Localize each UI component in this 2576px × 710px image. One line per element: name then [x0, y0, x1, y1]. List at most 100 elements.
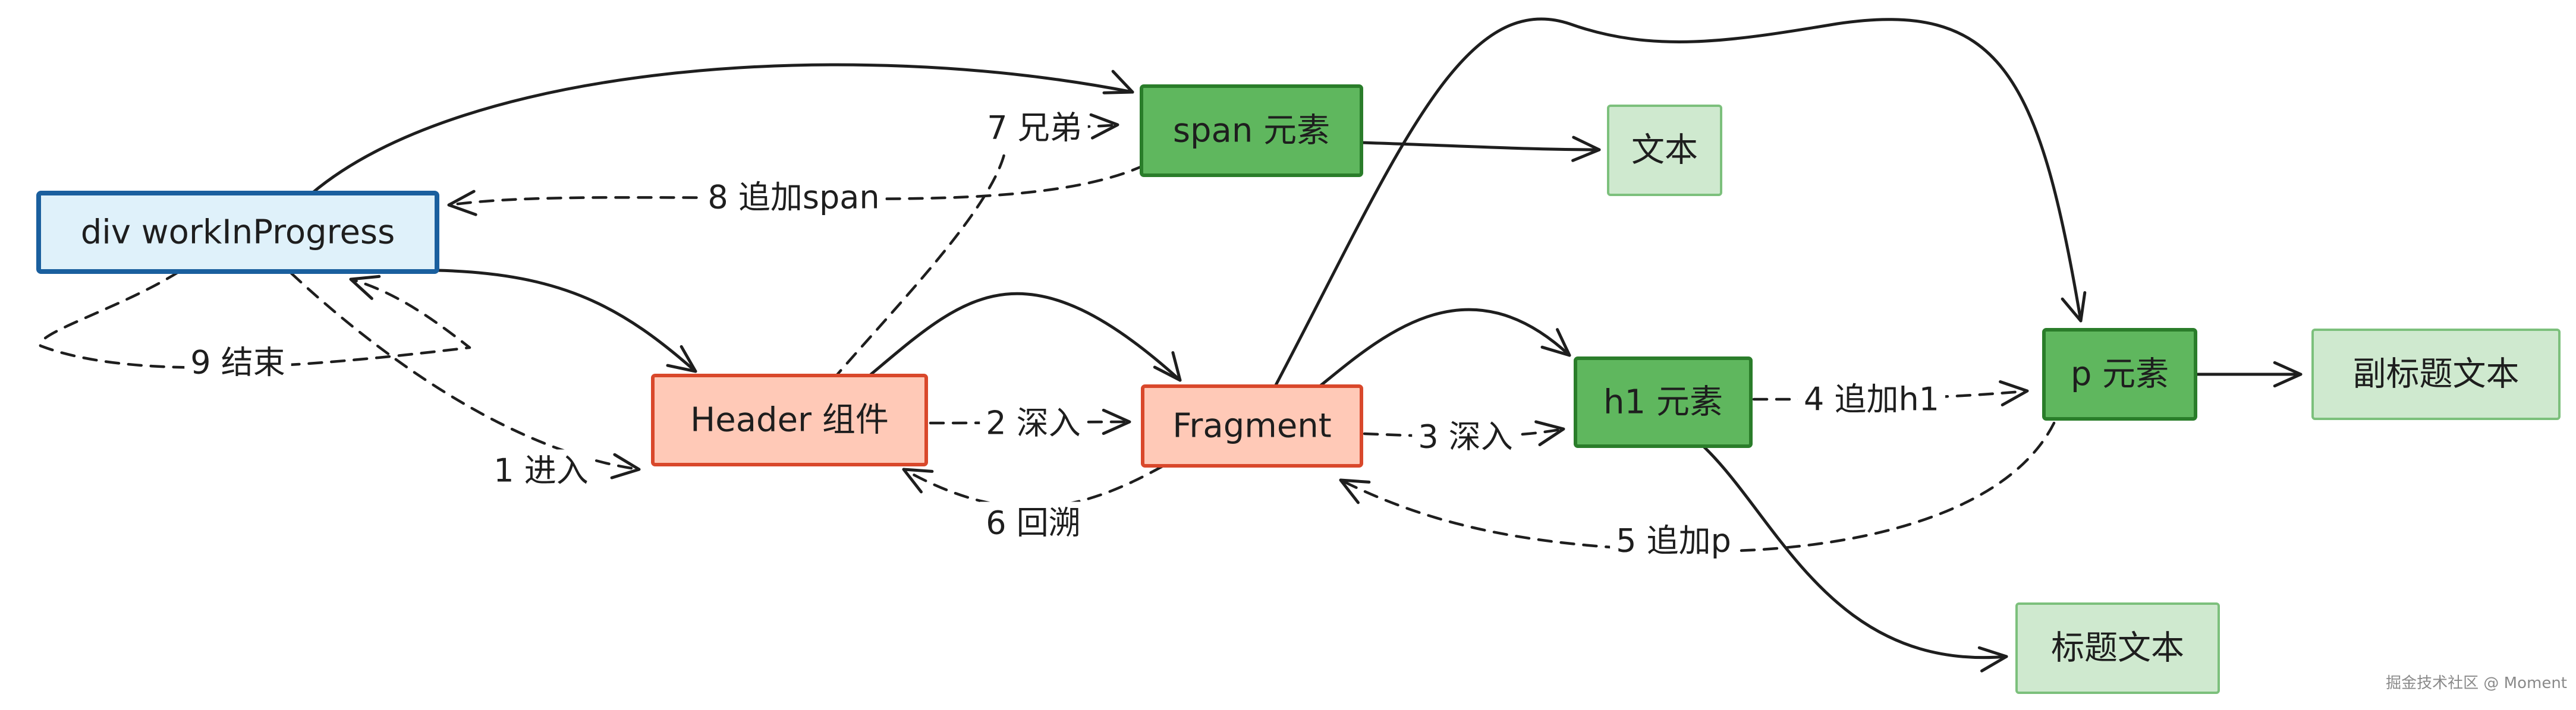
edge-sibling — [831, 113, 1119, 382]
edge-label-text: 9 结束 — [190, 344, 285, 381]
edge-label-dive3: 3 深入 — [1412, 415, 1519, 458]
edge-label-bg — [980, 402, 1087, 444]
arrowhead — [1153, 351, 1182, 382]
edge-label-text: 8 追加span — [707, 179, 879, 216]
node-div: div workInProgress — [36, 191, 439, 274]
edge-p-textsub — [2194, 361, 2303, 388]
edge-label-bg — [487, 449, 595, 492]
edge-fragment-h1 — [1318, 308, 1571, 388]
edge-header-fragment — [869, 292, 1182, 382]
arrowhead — [666, 345, 697, 373]
node-label: 标题文本 — [2051, 629, 2184, 668]
node-label: 副标题文本 — [2353, 355, 2520, 394]
arrowhead — [1534, 420, 1565, 446]
edge-label-bg — [1610, 519, 1737, 562]
node-text_title: 标题文本 — [2015, 602, 2220, 694]
arrowhead — [1571, 135, 1601, 162]
edge-label-text: 7 兄弟 — [987, 109, 1082, 147]
edge-dive3 — [1363, 420, 1565, 446]
edge-label-bg — [980, 501, 1087, 544]
arrowhead — [1999, 380, 2029, 406]
node-box — [651, 374, 928, 466]
edge-line — [902, 465, 1164, 509]
edge-label-text: 5 追加p — [1616, 522, 1731, 560]
node-label: Fragment — [1172, 407, 1331, 446]
edge-line — [1363, 427, 1565, 438]
node-label: div workInProgress — [81, 213, 395, 252]
arrowhead — [1540, 328, 1571, 357]
node-text1: 文本 — [1607, 105, 1722, 196]
edge-span-text1 — [1360, 135, 1601, 162]
arrowhead — [1977, 646, 2008, 673]
node-box — [2311, 329, 2561, 420]
edge-h1-texttitle — [1701, 444, 2008, 673]
edge-label-text: 4 追加h1 — [1804, 381, 1939, 418]
edge-line — [290, 272, 641, 471]
edge-line — [310, 63, 1134, 195]
node-box — [1140, 84, 1363, 177]
watermark: 掘金技术社区 @ Moment — [2386, 674, 2567, 692]
node-box — [1607, 105, 1722, 196]
node-box — [36, 191, 439, 274]
edge-fragment-p — [1273, 17, 2087, 388]
node-label: Header 组件 — [690, 401, 889, 440]
arrowhead — [1339, 478, 1371, 504]
edge-label-sibling: 7 兄弟 — [981, 106, 1088, 149]
edge-line — [1318, 308, 1571, 388]
edge-line — [831, 123, 1119, 382]
node-text_sub: 副标题文本 — [2311, 329, 2561, 420]
edge-label-bg — [1412, 415, 1519, 458]
node-label: span 元素 — [1173, 112, 1330, 150]
edge-label-text: 6 回溯 — [986, 504, 1081, 542]
edge-line — [869, 292, 1182, 382]
edge-labels-layer: 1 进入 2 深入 3 深入 4 追加h1 5 追加p 6 回溯 7 兄弟 8 追加span 9… — [184, 106, 1946, 562]
node-fragment: Fragment — [1141, 384, 1363, 468]
arrowhead — [447, 190, 477, 216]
node-box — [1141, 384, 1363, 468]
arrowhead — [1102, 408, 1131, 436]
node-p: p 元素 — [2042, 328, 2197, 421]
edge-label-bg — [702, 176, 886, 219]
edge-enter — [290, 272, 641, 479]
edge-line — [1701, 444, 2008, 659]
edge-line — [1360, 141, 1601, 152]
edge-label-append-h1: 4 追加h1 — [1797, 378, 1946, 421]
edge-label-bg — [1797, 378, 1946, 421]
edge-finish — [39, 270, 471, 369]
arrowhead — [2273, 361, 2303, 388]
arrowhead — [349, 274, 381, 300]
edge-label-text: 1 进入 — [493, 452, 589, 490]
node-header: Header 组件 — [651, 374, 928, 466]
arrowhead — [2061, 291, 2087, 323]
edge-backtrack — [902, 465, 1164, 509]
edge-label-dive2: 2 深入 — [980, 402, 1087, 444]
node-span: span 元素 — [1140, 84, 1363, 177]
arrowhead — [1102, 70, 1134, 94]
node-label: 文本 — [1631, 131, 1698, 170]
edge-line — [1273, 17, 2083, 388]
edge-line — [929, 420, 1131, 425]
edge-label-append-p: 5 追加p — [1610, 519, 1737, 562]
edge-div-header — [435, 269, 697, 373]
edge-label-bg — [184, 341, 291, 384]
node-box — [2042, 328, 2197, 421]
node-box — [2015, 602, 2220, 694]
edge-dive2 — [929, 408, 1131, 436]
arrowhead — [902, 468, 934, 494]
edge-label-enter: 1 进入 — [487, 449, 595, 492]
node-box — [1574, 356, 1753, 448]
edge-label-finish: 9 结束 — [184, 341, 291, 384]
arrowhead — [610, 453, 641, 479]
edge-line — [435, 269, 697, 373]
edge-label-append-span: 8 追加span — [702, 176, 886, 219]
arrowhead — [1089, 113, 1119, 140]
edge-label-text: 2 深入 — [986, 405, 1081, 442]
edge-label-text: 3 深入 — [1418, 418, 1513, 456]
node-h1: h1 元素 — [1574, 356, 1753, 448]
edge-label-backtrack: 6 回溯 — [980, 501, 1087, 544]
edge-label-bg — [981, 106, 1088, 149]
edge-line — [39, 270, 471, 369]
edge-div-span — [310, 63, 1134, 195]
